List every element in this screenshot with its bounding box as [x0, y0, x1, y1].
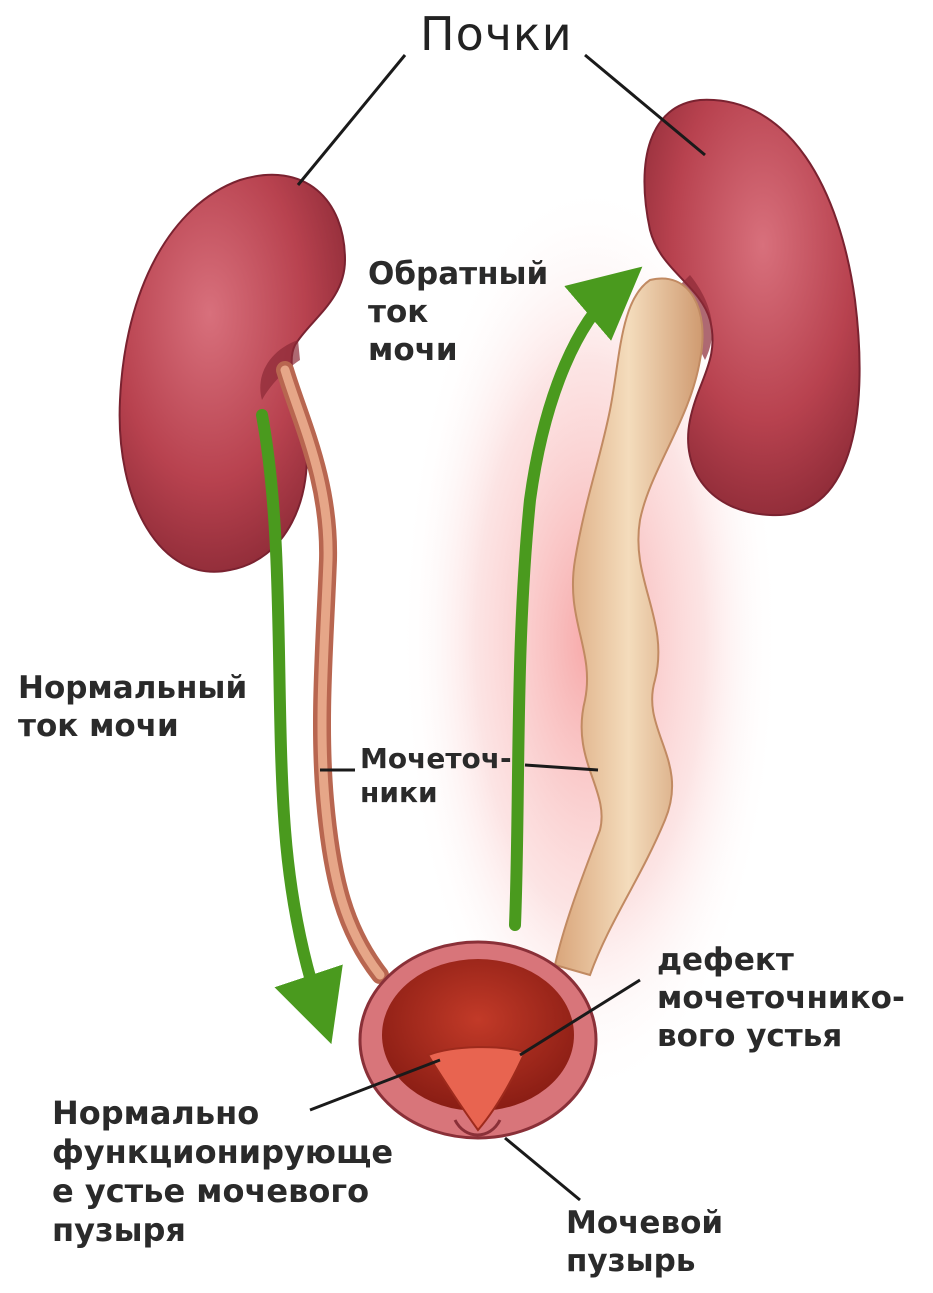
- label-normal-flow: Нормальный ток мочи: [18, 670, 247, 746]
- label-bladder: Мочевой пузырь: [566, 1205, 723, 1281]
- label-normal-orifice: Нормально функционирующе е устье мочевог…: [52, 1094, 393, 1250]
- label-ureters: Мочеточ- ники: [360, 742, 512, 810]
- label-reflux: Обратный ток мочи: [368, 256, 548, 369]
- leader-bladder: [505, 1138, 580, 1200]
- label-defect: дефект мочеточнико- вого устья: [657, 942, 905, 1055]
- label-kidneys: Почки: [420, 6, 573, 62]
- left-kidney: [120, 175, 345, 572]
- leader-kidney-left: [298, 55, 405, 185]
